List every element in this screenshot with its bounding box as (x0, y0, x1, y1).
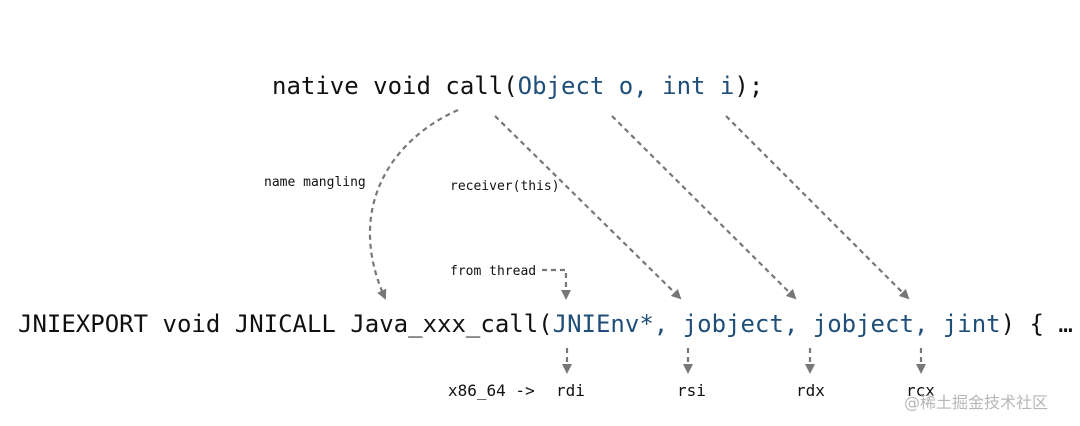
jni-sep-3: , (914, 310, 943, 338)
object-param-arrow (611, 115, 797, 300)
jni-env-param: JNIEnv* (553, 310, 654, 338)
jni-suffix: ) { … } (1001, 310, 1080, 338)
jni-jint-param: jint (943, 310, 1001, 338)
declaration-params: Object o, int i (518, 72, 735, 100)
jni-jobject-2: jobject (813, 310, 914, 338)
int-param-arrow (725, 115, 910, 300)
name-mangling-arrow (368, 108, 459, 300)
from-thread-label: from thread (450, 264, 536, 279)
receiver-arrow (494, 115, 682, 300)
jni-sep-1: , (654, 310, 683, 338)
jni-sep-2: , (784, 310, 813, 338)
native-declaration: native void call(Object o, int i); (272, 72, 763, 100)
receiver-label: receiver(this) (450, 179, 560, 194)
watermark: @稀土掘金技术社区 (904, 393, 1048, 412)
register-rcx: rcx (906, 381, 935, 400)
register-rdx: rdx (796, 381, 825, 400)
name-mangling-label: name mangling (264, 175, 366, 190)
jni-signature: JNIEXPORT void JNICALL Java_xxx_call(JNI… (18, 310, 1080, 338)
arch-label: x86_64 -> (448, 381, 535, 400)
from-thread-arrow (542, 268, 571, 300)
jni-prefix: JNIEXPORT void JNICALL Java_xxx_call( (18, 310, 553, 338)
jni-jobject-1: jobject (683, 310, 784, 338)
declaration-suffix: ); (734, 72, 763, 100)
declaration-prefix: native void call( (272, 72, 518, 100)
register-rsi: rsi (677, 381, 706, 400)
register-rdi: rdi (556, 381, 585, 400)
